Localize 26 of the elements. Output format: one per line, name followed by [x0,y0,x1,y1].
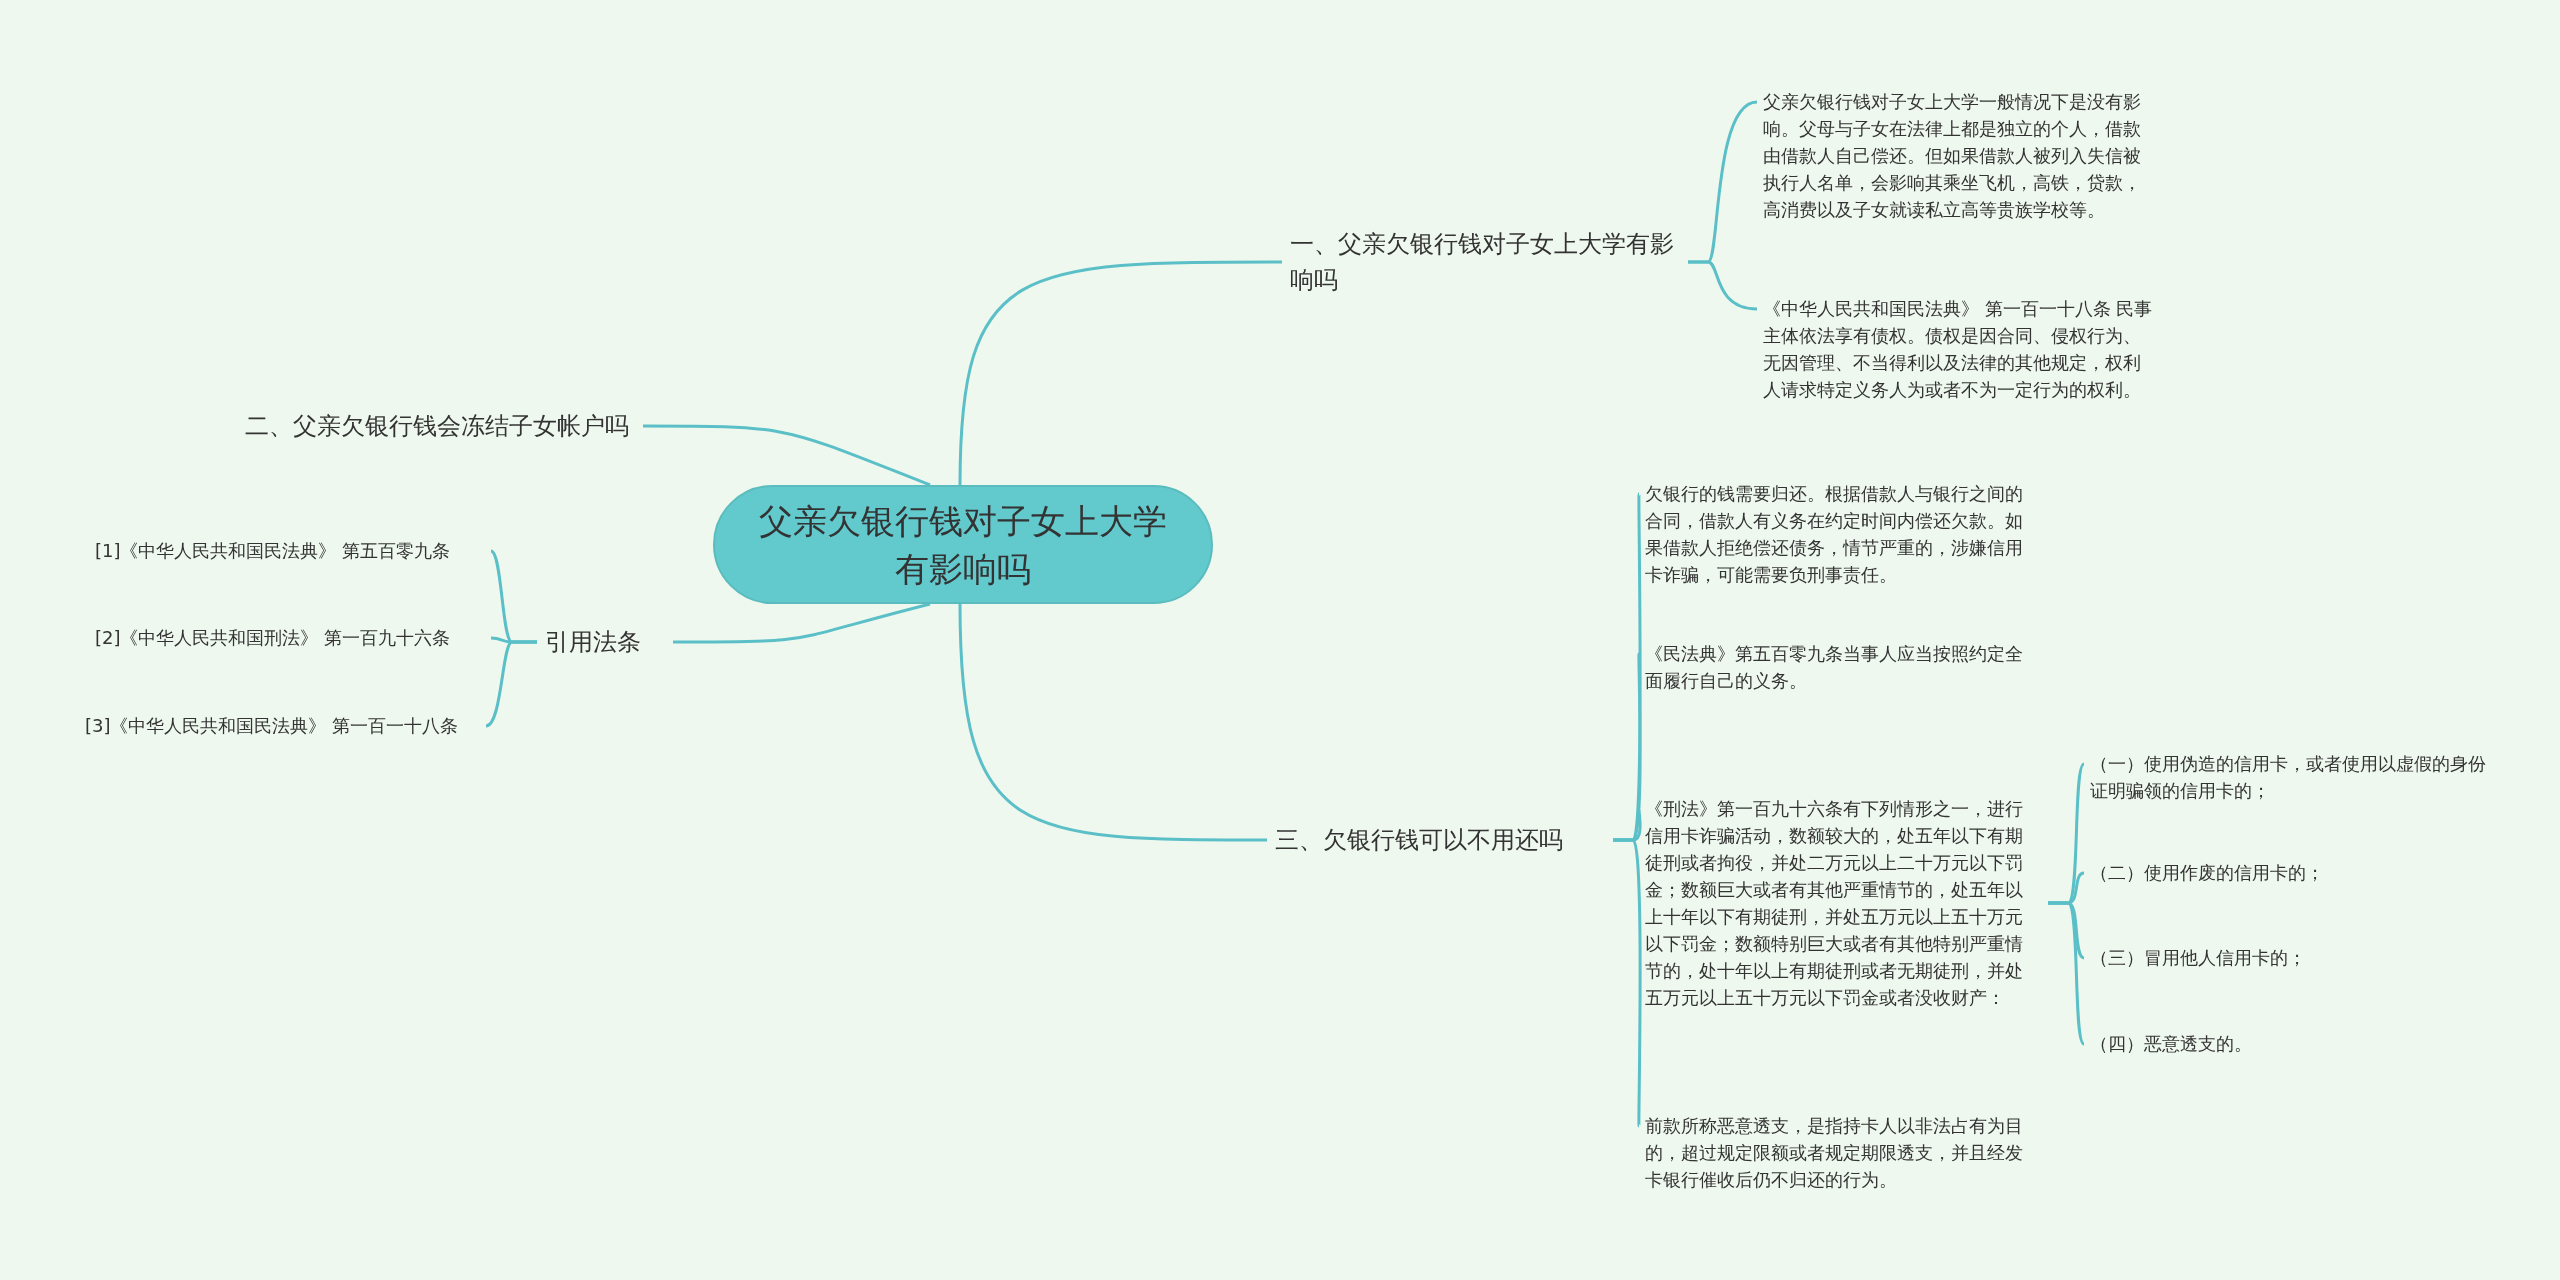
connector-line [485,640,537,728]
note-text: [1]《中华人民共和国民法典》 第五百零九条 [95,537,485,564]
connector-line [958,260,1282,486]
topic-text: 一、父亲欠银行钱对子女上大学有影响吗 [1290,226,1680,298]
connector-line [1613,838,1642,1127]
topic-text: 引用法条 [545,624,665,660]
central-topic: 父亲欠银行钱对子女上大学有影响吗 [713,485,1213,604]
topic-text: 二、父亲欠银行钱会冻结子女帐户吗 [245,408,635,444]
note-text: 《民法典》第五百零九条当事人应当按照约定全面履行自己的义务。 [1645,640,2040,694]
note-text: [3]《中华人民共和国民法典》 第一百一十八条 [85,712,480,739]
note-text: 《刑法》第一百九十六条有下列情形之一，进行信用卡诈骗活动，数额较大的，处五年以下有期徒刑或者拘役，并处二万元以上二十万元以下罚金；数额巨大或者有其他严重情节的，处五年以上十年以下有期徒刑，并处五万元以上五十万元以下罚金；数额特别巨大或者有其他特别严重情节的，处十年以上有期徒刑或者无期徒刑，并处五万元以上五十万元以下罚金或者没收财产： [1645,795,2040,1011]
note-text: （二）使用作废的信用卡的； [2090,859,2490,886]
topic-text: 三、欠银行钱可以不用还吗 [1275,822,1605,858]
connector-line [958,603,1267,842]
note-text: （一）使用伪造的信用卡，或者使用以虚假的身份证明骗领的信用卡的； [2090,750,2490,804]
connector-line [1688,260,1758,311]
note-text: 欠银行的钱需要归还。根据借款人与银行之间的合同，借款人有义务在约定时间内偿还欠款。如果借款人拒绝偿还债务，情节严重的，涉嫌信用卡诈骗，可能需要负刑事责任。 [1645,480,2040,588]
note-text: 《中华人民共和国民法典》 第一百一十八条 民事主体依法享有债权。债权是因合同、侵权行为、无因管理、不当得利以及法律的其他规定，权利人请求特定义务人为或者不为一定行为的权利。 [1763,295,2158,403]
note-text: （四）恶意透支的。 [2090,1030,2490,1057]
connector-line [673,602,931,644]
note-text: 父亲欠银行钱对子女上大学一般情况下是没有影响。父母与子女在法律上都是独立的个人，借款由借款人自己偿还。但如果借款人被列入失信被执行人名单，会影响其乘坐飞机，高铁，贷款，高消费以及子女就读私立高等贵族学校等。 [1763,88,2158,223]
note-text: [2]《中华人民共和国刑法》 第一百九十六条 [95,624,485,651]
note-text: （三）冒用他人信用卡的； [2090,944,2490,971]
connector-line [2048,901,2086,1045]
note-text: 前款所称恶意透支，是指持卡人以非法占有为目的，超过规定限额或者规定期限透支，并且经发卡银行催收后仍不归还的行为。 [1645,1112,2040,1193]
connector-line [643,424,931,487]
